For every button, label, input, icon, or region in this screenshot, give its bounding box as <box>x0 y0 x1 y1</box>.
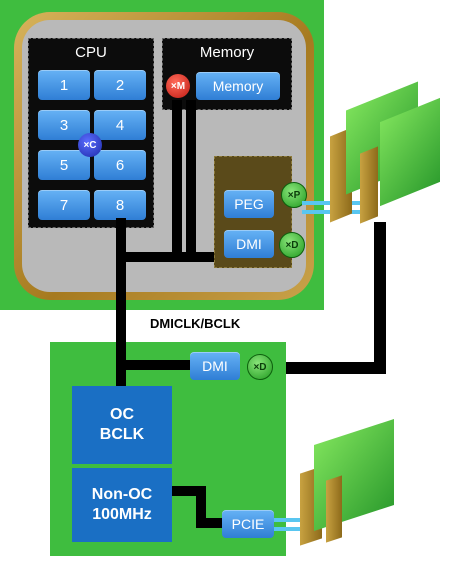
pcie-card-connector <box>326 475 342 543</box>
core-2: 2 <box>94 70 146 100</box>
peg-controller: PEG <box>224 190 274 218</box>
dmi-link-horizontal <box>270 362 386 374</box>
memory-wire-2 <box>186 100 196 260</box>
non-oc-line1: Non-OC <box>91 486 153 503</box>
cpu-panel-title: CPU <box>75 44 107 61</box>
memory-multiplier-badge: ×M <box>166 74 190 98</box>
oc-bclk-block: OC BCLK <box>72 386 172 464</box>
nonoc-wire-vertical <box>196 486 206 528</box>
nonoc-wire-to-pcie <box>196 518 224 528</box>
pch-dmi-multiplier-badge: ×D <box>247 354 273 380</box>
core-multiplier-badge: ×C <box>78 133 102 157</box>
memory-panel-title: Memory <box>199 44 255 61</box>
core-6: 6 <box>94 150 146 180</box>
core-1: 1 <box>38 70 90 100</box>
cpu-dmi-multiplier-badge: ×D <box>279 232 305 258</box>
core-4: 4 <box>94 110 146 140</box>
pcie-lane-2 <box>274 527 318 531</box>
oc-bclk-line2: BCLK <box>99 426 145 443</box>
dmi-link-vertical <box>374 222 386 372</box>
cpu-dmi-controller: DMI <box>224 230 274 258</box>
core-8: 8 <box>94 190 146 220</box>
pch-dmi-wire <box>120 360 192 370</box>
non-oc-clock-block: Non-OC 100MHz <box>72 468 172 542</box>
nonoc-wire-horizontal <box>172 486 206 496</box>
peg-card-connector <box>360 146 378 224</box>
memory-wire <box>172 100 182 260</box>
peg-multiplier-badge: ×P <box>281 182 307 208</box>
bclk-wire <box>116 290 126 386</box>
pch-dmi-controller: DMI <box>190 352 240 380</box>
cpu-ring-wire <box>116 252 226 262</box>
core-7: 7 <box>38 190 90 220</box>
oc-bclk-line1: OC <box>110 406 134 423</box>
non-oc-line2: 100MHz <box>92 506 152 523</box>
memory-controller: Memory <box>196 72 280 100</box>
pcie-controller: PCIE <box>222 510 274 538</box>
core-5: 5 <box>38 150 90 180</box>
pcie-lane <box>274 518 318 522</box>
dmiclk-bclk-label: DMICLK/BCLK <box>150 316 241 331</box>
